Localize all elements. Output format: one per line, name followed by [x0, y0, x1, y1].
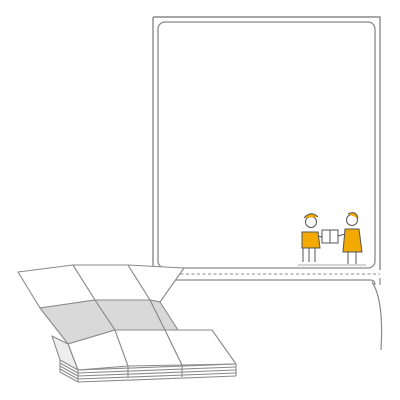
delivery-people-icon — [298, 212, 366, 266]
fanfold-stack-icon — [17, 264, 237, 383]
label-sheet-icon — [152, 16, 383, 351]
